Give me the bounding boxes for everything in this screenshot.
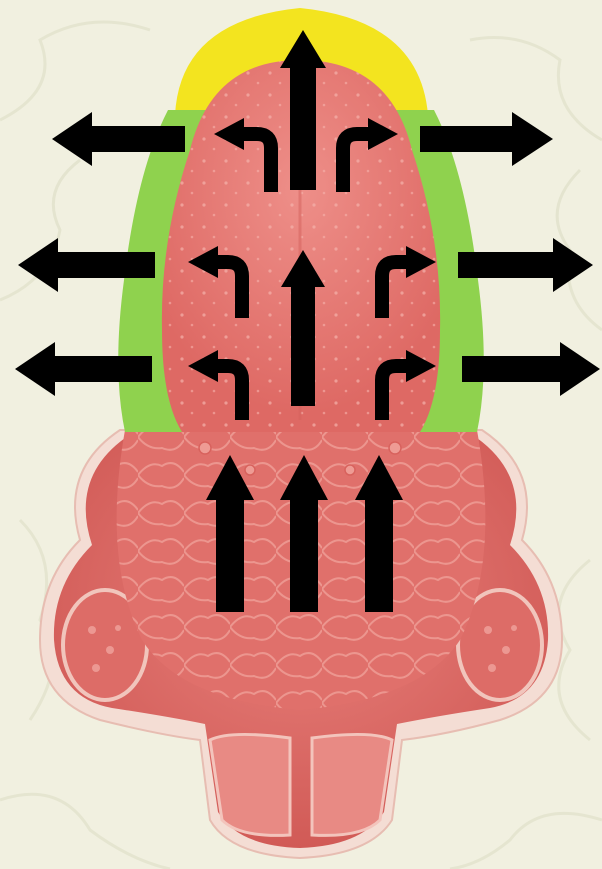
epiglottis-left <box>210 734 290 835</box>
epiglottis-right <box>312 734 392 835</box>
